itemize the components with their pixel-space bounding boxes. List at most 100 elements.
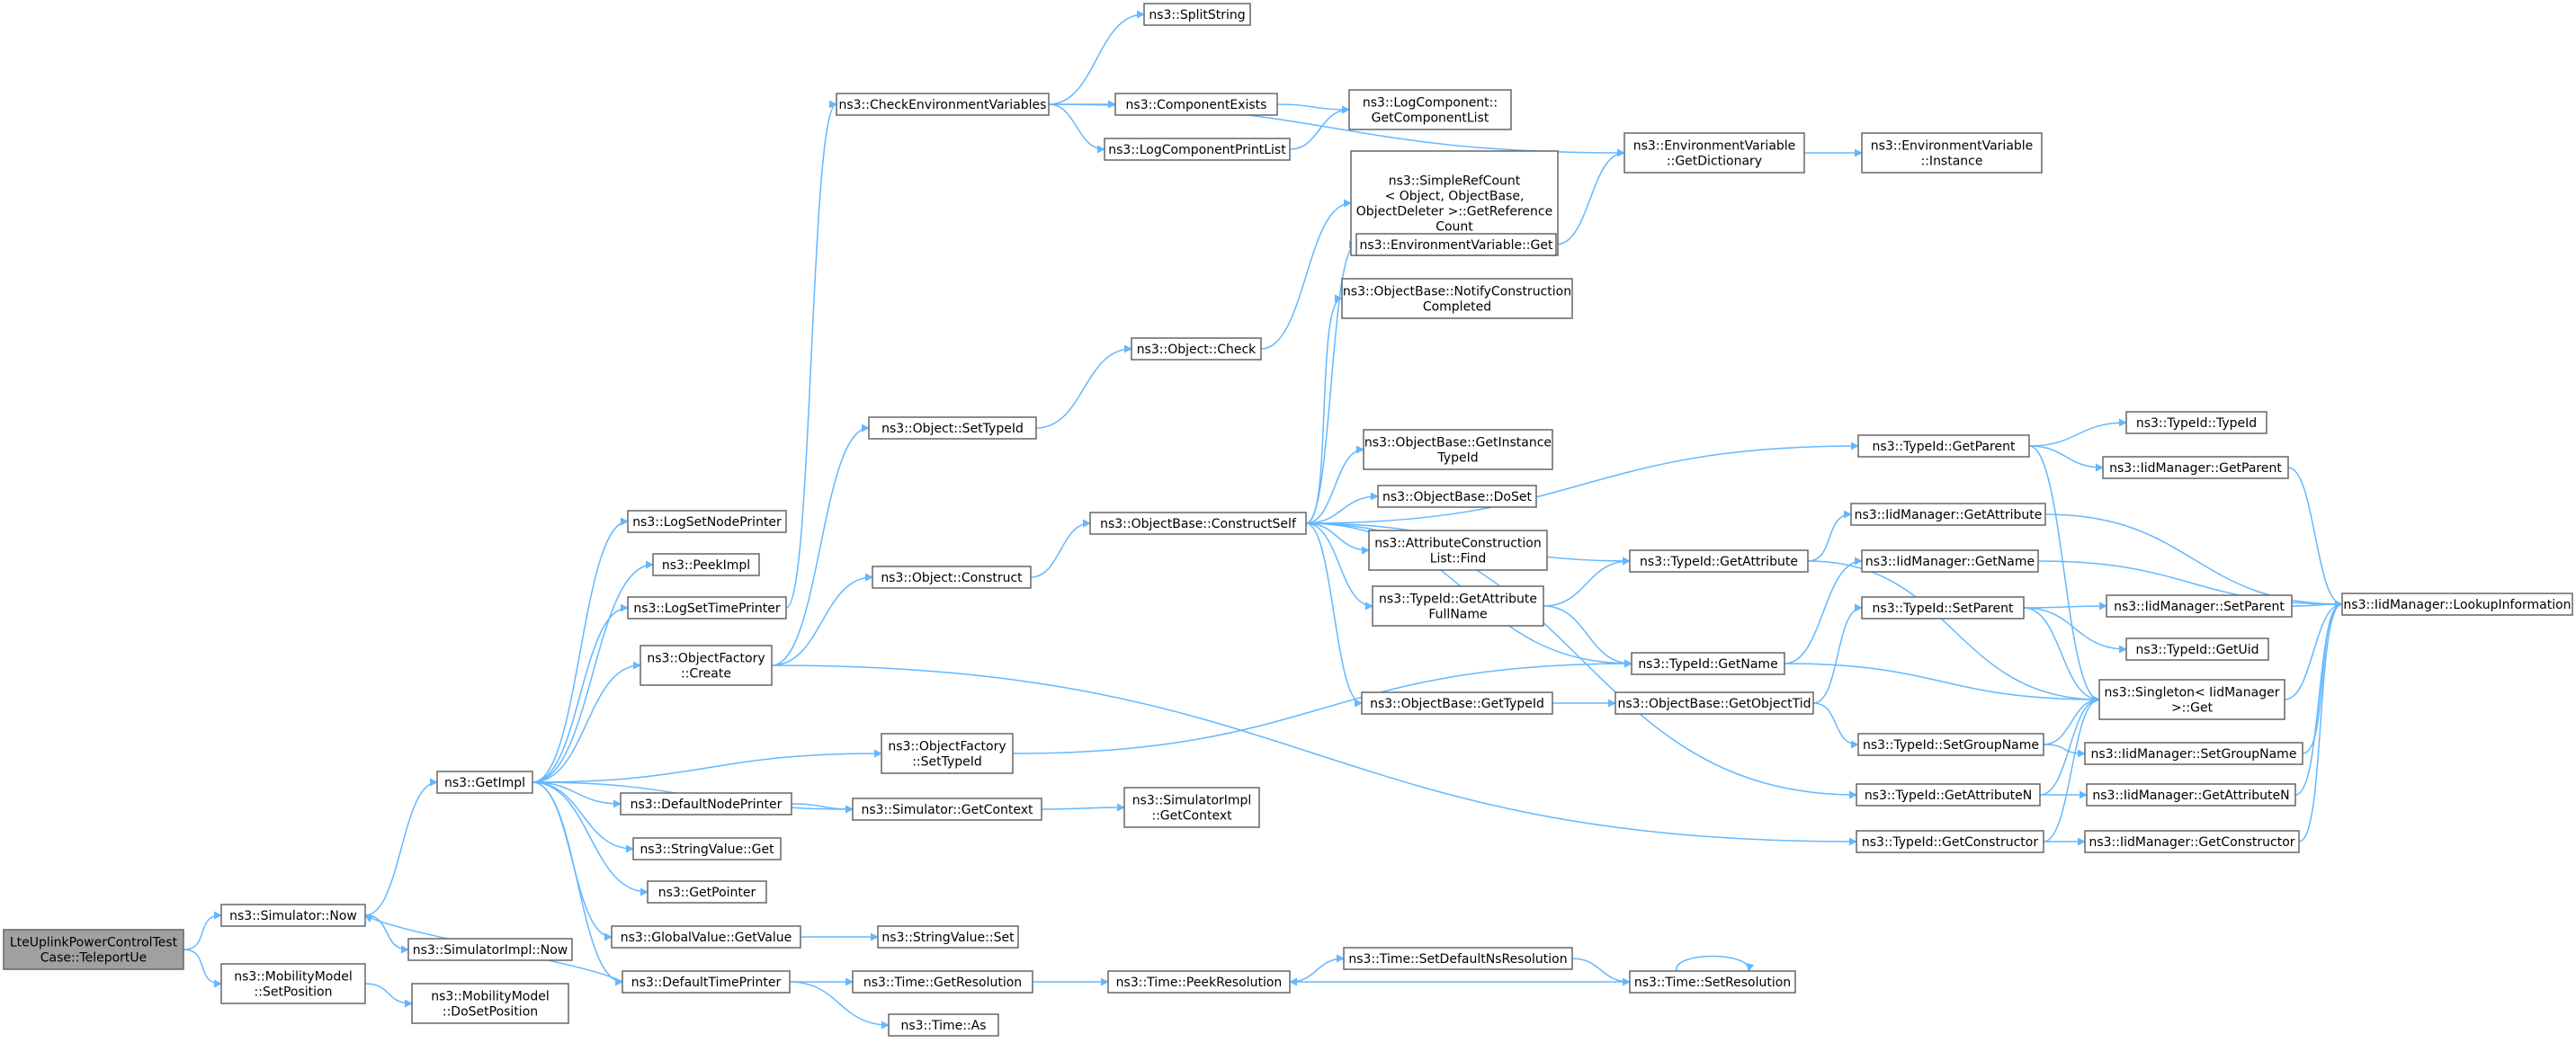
node-typeid-getparent[interactable]: ns3::TypeId::GetParent (1857, 434, 2030, 458)
node-splitstring[interactable]: ns3::SplitString (1143, 3, 1251, 26)
edge-objbase-constructself-to-objbase-gettypeid (1305, 522, 1363, 708)
node-singleton-get[interactable]: ns3::Singleton< IidManager>::Get (2098, 679, 2285, 720)
node-typeid-getattributen[interactable]: ns3::TypeId::GetAttributeN (1856, 783, 2041, 807)
node-time-as[interactable]: ns3::Time::As (888, 1013, 999, 1037)
node-label: ns3::ObjectBase::GetObjectTid (1617, 697, 1811, 711)
node-time-setres[interactable]: ns3::Time::SetResolution (1629, 970, 1796, 994)
node-getpointer[interactable]: ns3::GetPointer (647, 880, 767, 904)
node-iid-getattribute[interactable]: ns3::IidManager::GetAttribute (1850, 503, 2046, 526)
node-simimpl-getcontext[interactable]: ns3::SimulatorImpl::GetContext (1123, 787, 1260, 828)
node-box (1861, 596, 2025, 620)
node-time-getres[interactable]: ns3::Time::GetResolution (852, 970, 1033, 994)
edge-typeid-getattrfullname-to-typeid-getname (1543, 605, 1632, 668)
node-box (640, 645, 773, 686)
node-objfact-settypeid[interactable]: ns3::ObjectFactory::SetTypeId (881, 733, 1014, 774)
node-typeid-getattribute[interactable]: ns3::TypeId::GetAttribute (1629, 549, 1809, 573)
node-time-setdefns[interactable]: ns3::Time::SetDefaultNsResolution (1343, 947, 1573, 970)
node-iid-getname[interactable]: ns3::IidManager::GetName (1861, 549, 2039, 573)
node-label: ns3::SimulatorImpl::Now (413, 943, 568, 958)
node-objbase-constructself[interactable]: ns3::ObjectBase::ConstructSelf (1089, 512, 1307, 535)
node-compexists[interactable]: ns3::ComponentExists (1114, 93, 1278, 116)
node-objbase-gettypeid[interactable]: ns3::ObjectBase::GetTypeId (1361, 691, 1553, 715)
node-label: ns3::StringValue::Set (881, 931, 1015, 945)
edge-typeid-getparent-to-typeid-typeid (2028, 418, 2127, 447)
node-logsetnode[interactable]: ns3::LogSetNodePrinter (627, 510, 787, 533)
node-typeid-getname[interactable]: ns3::TypeId::GetName (1631, 652, 1785, 675)
node-typeid-setgroupname[interactable]: ns3::TypeId::SetGroupName (1857, 733, 2044, 756)
node-iid-getattributen[interactable]: ns3::IidManager::GetAttributeN (2086, 783, 2296, 807)
node-typeid-setparent[interactable]: ns3::TypeId::SetParent (1861, 596, 2025, 620)
node-label: < Object, ObjectBase, (1385, 189, 1525, 203)
node-objbase-getobjtid[interactable]: ns3::ObjectBase::GetObjectTid (1614, 691, 1814, 715)
node-iid-lookupinfo[interactable]: ns3::IidManager::LookupInformation (2341, 593, 2573, 616)
node-typeid-getconstructor[interactable]: ns3::TypeId::GetConstructor (1856, 830, 2044, 853)
node-iid-setparent[interactable]: ns3::IidManager::SetParent (2106, 594, 2293, 618)
node-box (1355, 233, 1557, 256)
node-checkenv[interactable]: ns3::CheckEnvironmentVariables (836, 93, 1050, 116)
edge-typeid-setparent-to-singleton-get (2023, 607, 2100, 704)
node-logcomp-getlist[interactable]: ns3::LogComponent::GetComponentList (1348, 89, 1512, 130)
node-label: ns3::ObjectBase::NotifyConstruction (1343, 284, 1571, 299)
node-objbase-doset[interactable]: ns3::ObjectBase::DoSet (1377, 485, 1537, 508)
node-getimpl[interactable]: ns3::GetImpl (436, 771, 533, 794)
node-iid-getconstructor[interactable]: ns3::IidManager::GetConstructor (2084, 830, 2300, 853)
node-typeid-getuid[interactable]: ns3::TypeId::GetUid (2125, 637, 2269, 661)
node-logcompprint[interactable]: ns3::LogComponentPrintList (1104, 138, 1291, 161)
node-box (1629, 549, 1809, 573)
node-label: ns3::IidManager::SetGroupName (2091, 747, 2297, 762)
node-box (1107, 970, 1291, 994)
node-box (2102, 456, 2289, 479)
node-obj-settypeid[interactable]: ns3::Object::SetTypeId (868, 416, 1037, 440)
node-box (1850, 503, 2046, 526)
node-box (647, 880, 767, 904)
node-box (1861, 549, 2039, 573)
node-sim-now[interactable]: ns3::Simulator::Now (220, 904, 366, 927)
node-label: ns3::Time::PeekResolution (1116, 976, 1283, 990)
node-obj-check[interactable]: ns3::Object::Check (1131, 337, 1262, 361)
edge-envvar-get-to-envvar-getdict (1555, 148, 1625, 245)
node-mob-dosetpos[interactable]: ns3::MobilityModel::DoSetPosition (411, 983, 569, 1024)
node-globval-getvalue[interactable]: ns3::GlobalValue::GetValue (611, 925, 801, 949)
edge-typeid-getparent-to-iid-getparent (2028, 445, 2104, 472)
edge-time-setdefns-to-time-setres (1571, 958, 1631, 986)
node-simimpl-now[interactable]: ns3::SimulatorImpl::Now (407, 938, 573, 961)
edge-objbase-getobjtid-to-typeid-setparent (1812, 603, 1863, 704)
node-teleport[interactable]: LteUplinkPowerControlTestCase::TeleportU… (3, 929, 184, 970)
node-box (627, 596, 787, 620)
node-iid-getparent[interactable]: ns3::IidManager::GetParent (2102, 456, 2289, 479)
node-envvar-getdict[interactable]: ns3::EnvironmentVariable::GetDictionary (1623, 132, 1805, 174)
node-iid-setgroupname[interactable]: ns3::IidManager::SetGroupName (2084, 742, 2303, 765)
node-label: ns3::DefaultNodePrinter (631, 798, 783, 812)
edge-typeid-setparent-to-iid-setparent (2023, 602, 2107, 611)
node-strval-get[interactable]: ns3::StringValue::Get (632, 837, 782, 860)
node-objbase-notify[interactable]: ns3::ObjectBase::NotifyConstructionCompl… (1341, 278, 1573, 319)
node-defnodeprinter[interactable]: ns3::DefaultNodePrinter (620, 792, 792, 816)
node-box (2125, 411, 2267, 434)
edge-iid-getparent-to-iid-lookupinfo (2287, 467, 2343, 609)
node-deftimeprinter[interactable]: ns3::DefaultTimePrinter (622, 970, 791, 994)
edge-logcompprint-to-logcomp-getlist (1289, 105, 1350, 150)
node-mob-setpos[interactable]: ns3::MobilityModel::SetPosition (220, 963, 366, 1004)
node-envvar-instance[interactable]: ns3::EnvironmentVariable::Instance (1861, 132, 2043, 174)
node-label: ns3::LogComponent:: (1363, 95, 1498, 110)
node-label: ns3::GetImpl (444, 776, 525, 790)
edge-typeid-setparent-to-typeid-getuid (2023, 607, 2127, 654)
edge-typeid-setgroupname-to-singleton-get (2043, 695, 2100, 745)
node-label: ns3::TypeId::GetAttribute (1379, 592, 1537, 606)
node-typeid-typeid[interactable]: ns3::TypeId::TypeId (2125, 411, 2267, 434)
node-objfact-create[interactable]: ns3::ObjectFactory::Create (640, 645, 773, 686)
node-obj-construct[interactable]: ns3::Object::Construct (872, 566, 1032, 589)
node-label: >::Get (2171, 700, 2214, 715)
node-time-peekres[interactable]: ns3::Time::PeekResolution (1107, 970, 1291, 994)
edge-checkenv-to-splitstring (1048, 10, 1145, 105)
node-box (2106, 594, 2293, 618)
node-sim-getcontext[interactable]: ns3::Simulator::GetContext (852, 798, 1042, 821)
node-box (611, 925, 801, 949)
node-peekimpl[interactable]: ns3::PeekImpl (652, 553, 760, 576)
node-envvar-get[interactable]: ns3::EnvironmentVariable::Get (1355, 233, 1557, 256)
node-logsettime[interactable]: ns3::LogSetTimePrinter (627, 596, 787, 620)
node-strval-set[interactable]: ns3::StringValue::Set (877, 925, 1019, 949)
